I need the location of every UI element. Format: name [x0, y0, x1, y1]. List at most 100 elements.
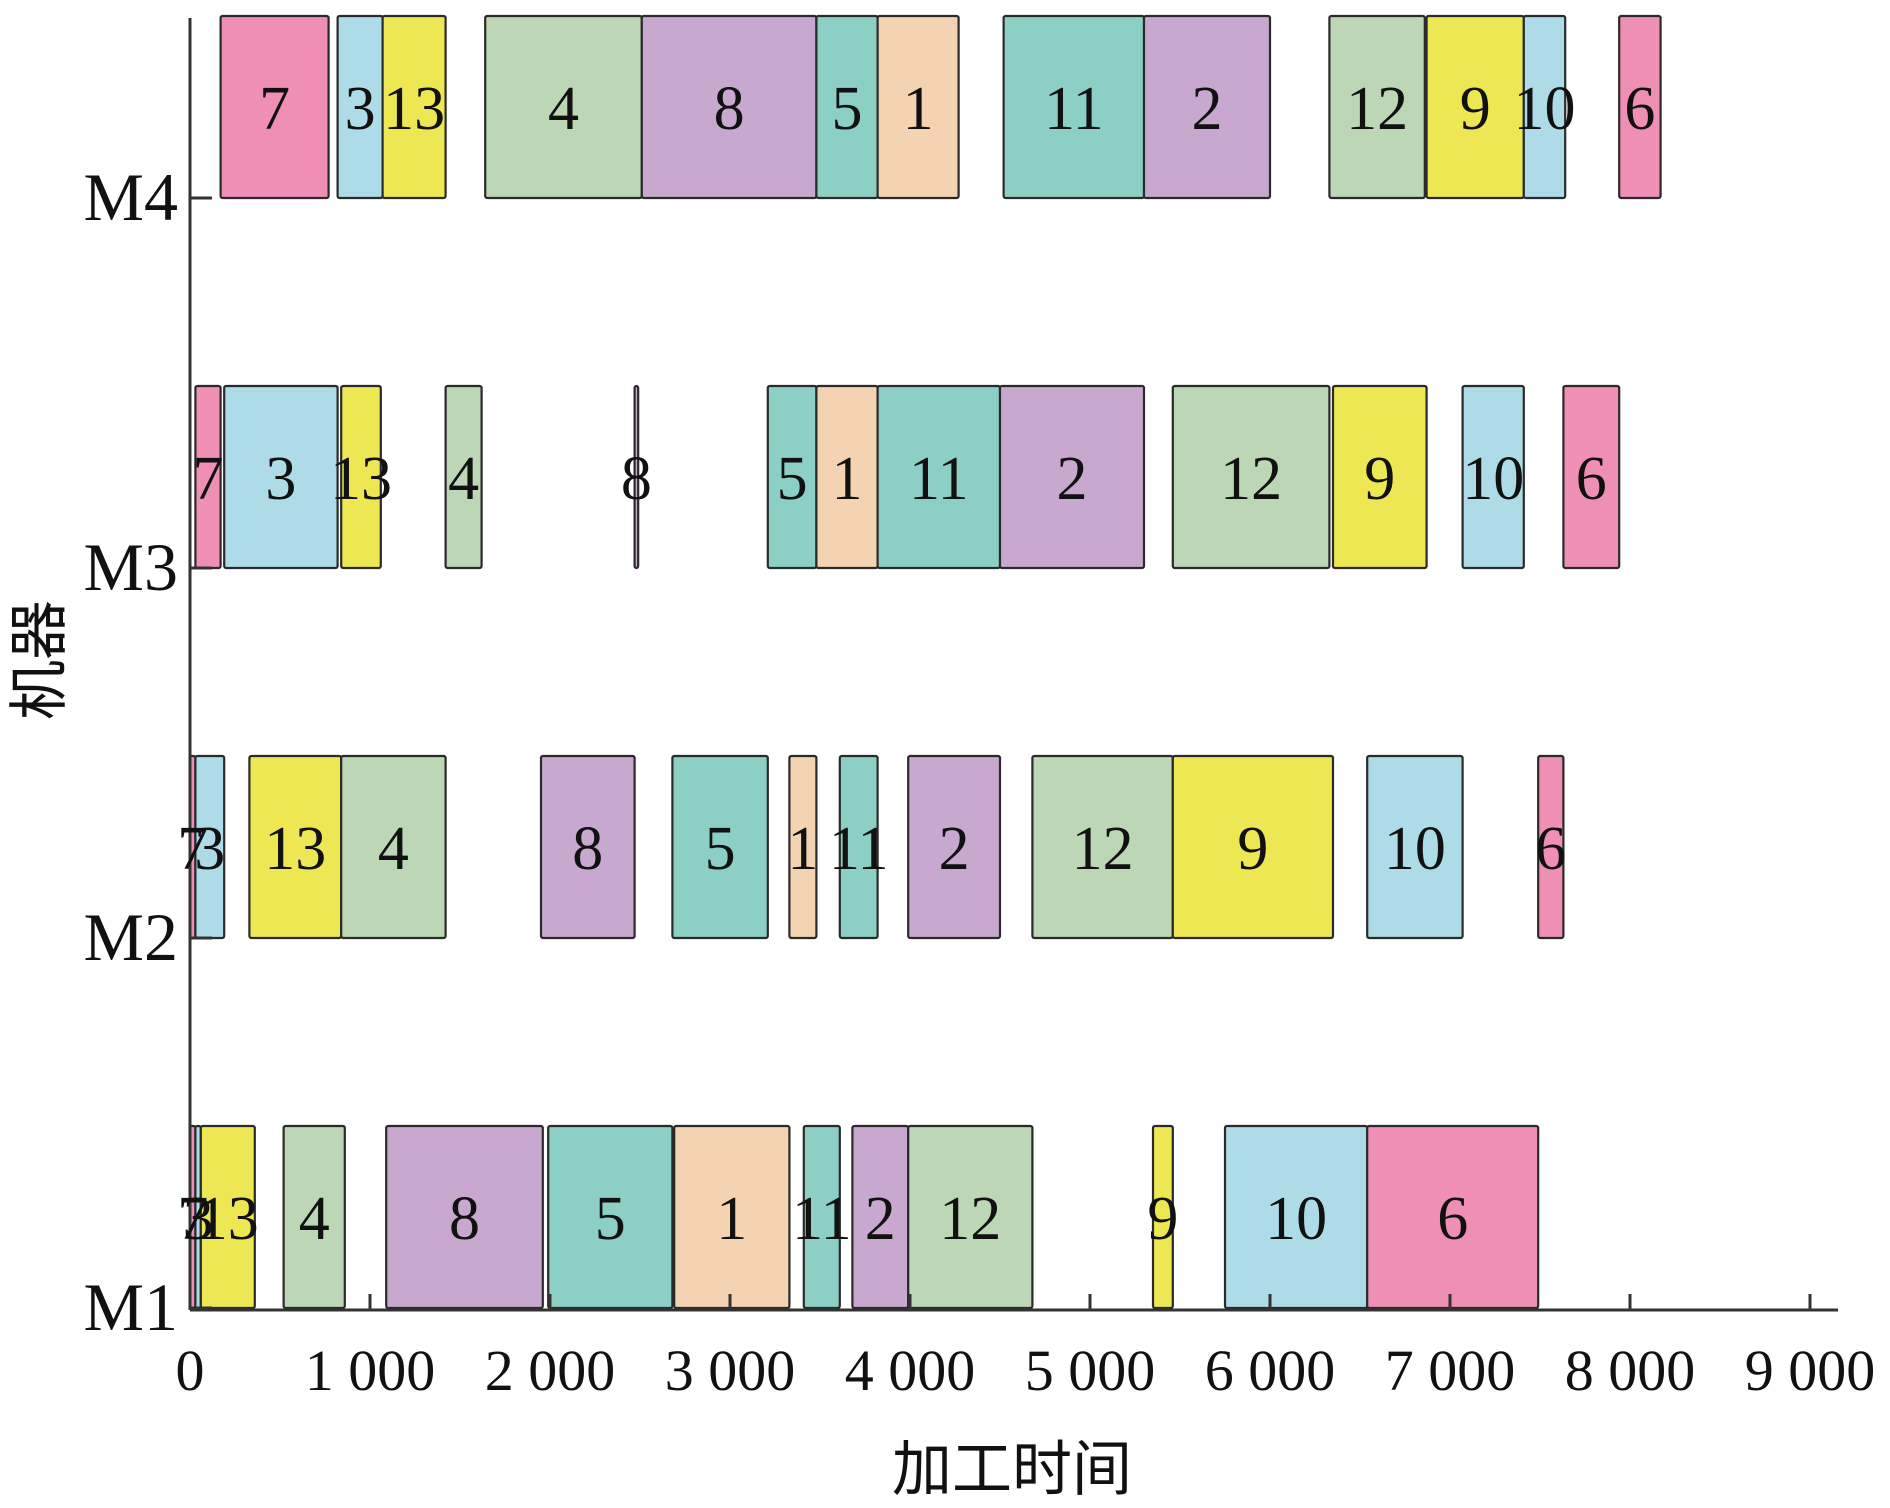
x-tick-label-7000: 7 000 [1385, 1338, 1516, 1403]
task-bar-m4-job-2 [1142, 14, 1272, 200]
task-label-m3-job-9: 9 [1364, 445, 1395, 513]
task-bar-m1-job-13 [199, 1124, 256, 1310]
task-label-m1-job-7: 7 [177, 1185, 208, 1253]
task-label-m2-job-10: 10 [1384, 815, 1446, 883]
x-tick-label-8000: 8 000 [1565, 1338, 1696, 1403]
x-tick-label-3000: 3 000 [665, 1338, 796, 1403]
task-label-m3-job-6: 6 [1576, 445, 1607, 513]
task-label-m1-job-11: 11 [792, 1185, 852, 1253]
task-bar-m3-job-2 [998, 384, 1146, 570]
task-label-m2-job-5: 5 [705, 815, 736, 883]
task-bar-m2-job-4 [340, 754, 447, 940]
bars-layer [188, 14, 1812, 1310]
task-bar-m3-job-4 [444, 384, 483, 570]
task-label-m3-job-12: 12 [1220, 445, 1282, 513]
task-label-m3-job-5: 5 [777, 445, 808, 513]
task-label-m4-job-1: 1 [903, 75, 934, 143]
y-tick-label-m4: M4 [84, 159, 178, 235]
task-bar-m2-job-2 [907, 754, 1002, 940]
task-label-m2-job-1: 1 [787, 815, 818, 883]
task-label-m2-job-12: 12 [1072, 815, 1134, 883]
task-label-m1-job-5: 5 [595, 1185, 626, 1253]
task-label-m3-job-11: 11 [909, 445, 969, 513]
task-label-m2-job-3: 3 [194, 815, 225, 883]
task-label-m3-job-3: 3 [265, 445, 296, 513]
task-label-m4-job-4: 4 [548, 75, 579, 143]
task-label-m1-job-2: 2 [865, 1185, 896, 1253]
axes-layer [188, 18, 1838, 1312]
task-label-m3-job-10: 10 [1462, 445, 1524, 513]
x-tick-label-1000: 1 000 [305, 1338, 436, 1403]
task-label-m1-job-12: 12 [939, 1185, 1001, 1253]
task-bar-m2-job-11 [838, 754, 879, 940]
y-tick-label-m3: M3 [84, 529, 178, 605]
task-label-m4-job-5: 5 [832, 75, 863, 143]
task-label-m3-job-1: 1 [832, 445, 863, 513]
x-axis-title: 加工时间 [892, 1435, 1132, 1505]
task-label-m1-job-6: 6 [1437, 1185, 1468, 1253]
task-bar-m1-job-6 [1366, 1124, 1540, 1310]
task-bar-m3-job-3 [223, 384, 339, 570]
task-bar-m1-job-9 [1151, 1124, 1174, 1310]
task-label-m2-job-11: 11 [829, 815, 889, 883]
task-label-m4-job-13: 13 [383, 75, 445, 143]
x-tick-label-2000: 2 000 [485, 1338, 616, 1403]
task-bar-m4-job-10 [1522, 14, 1567, 200]
task-label-m1-job-8: 8 [449, 1185, 480, 1253]
task-bar-m2-job-5 [671, 754, 769, 940]
task-bar-m3-job-6 [1562, 384, 1621, 570]
y-tick-label-m1: M1 [84, 1269, 178, 1345]
task-bar-m1-job-11 [802, 1124, 841, 1310]
task-label-m1-job-10: 10 [1265, 1185, 1327, 1253]
task-label-m4-job-11: 11 [1044, 75, 1104, 143]
x-tick-label-6000: 6 000 [1205, 1338, 1336, 1403]
task-label-m2-job-9: 9 [1237, 815, 1268, 883]
task-label-m3-job-4: 4 [448, 445, 479, 513]
task-bar-m3-job-13 [340, 384, 382, 570]
task-bar-m2-job-10 [1366, 754, 1464, 940]
task-label-m4-job-8: 8 [714, 75, 745, 143]
y-tick-label-m2: M2 [84, 899, 178, 975]
task-label-m4-job-7: 7 [259, 75, 290, 143]
task-bar-m4-job-13 [381, 14, 447, 200]
task-label-m1-job-4: 4 [299, 1185, 330, 1253]
x-tick-label-4000: 4 000 [845, 1338, 976, 1403]
x-tick-label-0: 0 [176, 1338, 205, 1403]
task-label-m4-job-12: 12 [1346, 75, 1408, 143]
task-bar-m3-job-12 [1171, 384, 1331, 570]
task-label-m4-job-6: 6 [1624, 75, 1655, 143]
task-label-m1-job-3: 3 [183, 1185, 214, 1253]
task-bar-m3-job-10 [1461, 384, 1525, 570]
task-bar-m2-job-9 [1171, 754, 1335, 940]
task-label-m1-job-13: 13 [197, 1185, 259, 1253]
task-label-m4-job-10: 10 [1514, 75, 1576, 143]
task-label-m4-job-3: 3 [345, 75, 376, 143]
task-bar-m2-job-1 [788, 754, 818, 940]
task-bar-m1-job-1 [673, 1124, 791, 1310]
task-bar-m1-job-12 [907, 1124, 1034, 1310]
task-bar-m1-job-4 [282, 1124, 346, 1310]
task-label-m2-job-4: 4 [378, 815, 409, 883]
task-label-m3-job-8: 8 [621, 445, 652, 513]
task-bar-m3-job-9 [1331, 384, 1428, 570]
task-bar-m4-job-12 [1328, 14, 1426, 200]
task-label-m3-job-2: 2 [1057, 445, 1088, 513]
x-tick-label-9000: 9 000 [1745, 1338, 1876, 1403]
task-label-m2-job-2: 2 [939, 815, 970, 883]
task-label-m4-job-2: 2 [1192, 75, 1223, 143]
task-bar-m4-job-1 [876, 14, 960, 200]
task-bar-m3-job-8 [633, 384, 640, 570]
task-label-m1-job-9: 9 [1147, 1185, 1178, 1253]
task-bar-m4-job-6 [1618, 14, 1662, 200]
task-bar-m1-job-8 [385, 1124, 544, 1310]
task-bar-m2-job-8 [539, 754, 636, 940]
task-label-m2-job-8: 8 [572, 815, 603, 883]
task-bar-m2-job-6 [1537, 754, 1565, 940]
task-label-m3-job-13: 13 [330, 445, 392, 513]
task-label-m2-job-13: 13 [264, 815, 326, 883]
y-axis-title: 机器 [5, 600, 75, 720]
task-label-m1-job-1: 1 [716, 1185, 747, 1253]
